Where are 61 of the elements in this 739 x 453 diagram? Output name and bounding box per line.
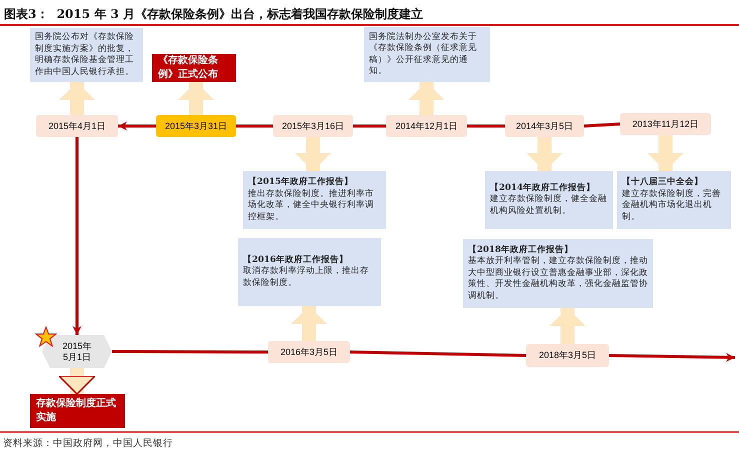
box-heading: 【2018年政府工作报告】 — [468, 244, 574, 256]
event-text: 存款保险制度正式实施 — [36, 397, 117, 425]
description-box — [364, 27, 490, 82]
date-text: 2015年4月1日 — [48, 120, 106, 132]
box-text: 推出存款保险制度。推进利率市场化改革，健全中央银行利率调控框架。 — [248, 188, 375, 223]
date-text: 2013年11月12日 — [632, 118, 699, 130]
box-text: 建立存款保险制度，完善金融机构市场化退出机制。 — [622, 188, 722, 223]
block-arrow — [291, 306, 327, 341]
date-hexagon — [42, 335, 112, 368]
date-text: 2018年3月5日 — [538, 349, 596, 362]
description-box — [238, 238, 381, 306]
timeline-arrow — [118, 122, 156, 130]
date-text: 2015年3月31日 — [164, 120, 228, 132]
date-text: 2014年3月5日 — [516, 120, 574, 132]
date-box — [268, 341, 350, 363]
box-text: 基本放开利率管制，建立存款保险制度，推动大中型商业银行设立普惠金融事业部，深化政策性、开发性金融机构改革，强化金融监管协调机制。 — [468, 256, 648, 302]
date-box — [273, 115, 353, 137]
timeline-line — [236, 124, 273, 128]
block-arrow — [295, 137, 331, 171]
box-heading: 【2014年政府工作报告】 — [490, 182, 596, 194]
block-arrow — [408, 82, 444, 115]
block-arrow — [648, 135, 684, 171]
date-text: 2015年3月16日 — [282, 120, 344, 132]
block-arrow — [178, 82, 214, 115]
date-text: 2015年5月1日 — [61, 340, 93, 362]
timeline-line — [467, 124, 505, 128]
block-arrow — [58, 368, 96, 395]
box-heading: 【2015年政府工作报告】 — [248, 177, 354, 188]
box-text: 建立存款保险制度，健全金融机构风险处置机制。 — [490, 194, 608, 218]
event-box — [30, 394, 125, 428]
date-box — [505, 115, 584, 137]
box-heading: 【2016年政府工作报告】 — [243, 254, 349, 266]
timeline-arrow — [608, 352, 736, 362]
block-arrow — [59, 82, 95, 115]
box-text: 国务院公布对《存款保险制度实施方案》的批复，明确存款保险基金管理工作由中国人民银行承担。 — [35, 32, 135, 78]
date-box — [386, 115, 467, 137]
date-box — [156, 115, 236, 137]
timeline-line — [584, 122, 620, 128]
timeline-line — [350, 350, 526, 357]
date-box — [526, 344, 609, 367]
description-box — [617, 171, 731, 229]
source-note: 资料来源：中国政府网，中国人民银行 — [3, 437, 173, 450]
timeline-line — [112, 350, 268, 354]
event-text: 《存款保险条例》正式公布 — [158, 54, 219, 82]
timeline-arrow — [72, 137, 82, 335]
title: 图表3： 2015 年 3 月《存款保险条例》出台，标志着我国存款保险制度建立 — [4, 6, 423, 23]
description-box — [243, 171, 386, 229]
description-box — [463, 239, 653, 308]
box-text: 国务院法制办公室发布关于《存款保险条例（征求意见稿）》公开征求意见的通知。 — [369, 32, 478, 78]
description-box — [30, 28, 143, 82]
box-text: 取消存款利率浮动上限，推出存款保险制度。 — [243, 266, 370, 290]
date-box — [36, 115, 118, 137]
event-box — [152, 54, 236, 82]
description-box — [485, 171, 613, 229]
box-heading: 【十八届三中全会】 — [622, 177, 704, 188]
timeline-line — [353, 124, 386, 128]
block-arrow — [526, 137, 562, 171]
date-text: 2014年12月1日 — [395, 120, 458, 132]
date-text: 2016年3月5日 — [280, 346, 338, 358]
date-box — [620, 113, 711, 135]
block-arrow — [550, 308, 586, 344]
